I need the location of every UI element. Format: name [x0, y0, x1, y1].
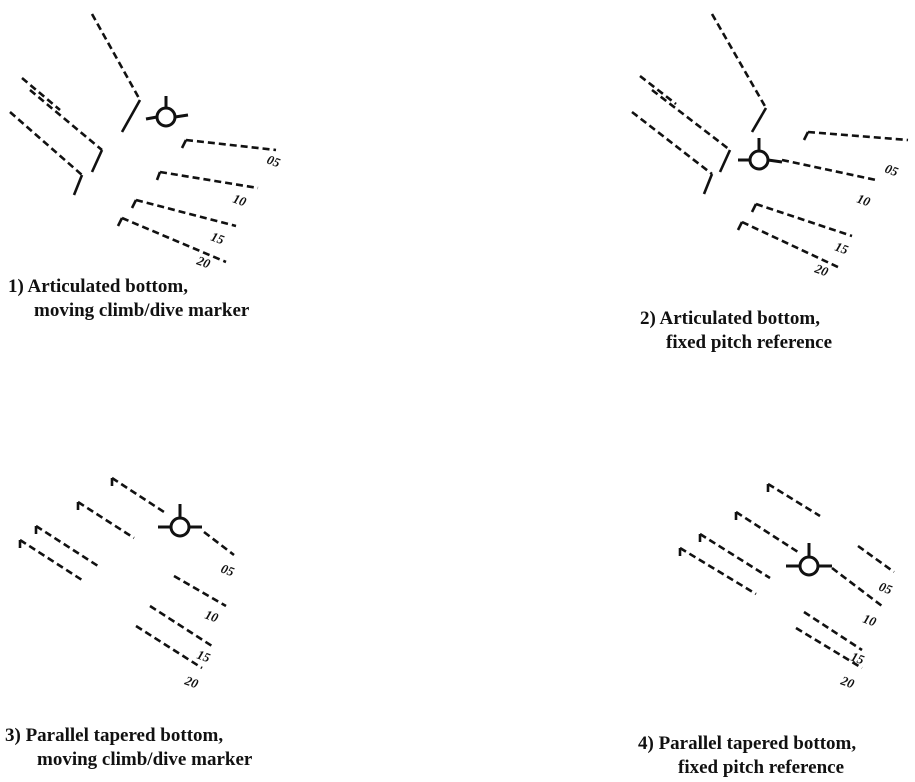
- caption-diagram-3: 3) Parallel tapered bottom, moving climb…: [5, 724, 252, 772]
- pitch-line: [803, 610, 863, 652]
- climb-dive-marker: [145, 96, 189, 128]
- ladder-diagram-4: 05 10 15 20: [678, 482, 895, 691]
- pitch-label: 05: [265, 152, 283, 171]
- pitch-line: [29, 89, 103, 151]
- pitch-label: 20: [838, 672, 857, 691]
- pitch-tick: [750, 203, 758, 213]
- pitch-line: [735, 510, 799, 554]
- pitch-label: 20: [194, 252, 213, 271]
- pitch-line: [159, 170, 259, 190]
- pitch-tick: [802, 131, 810, 141]
- pitch-line: [111, 476, 165, 514]
- pitch-line: [135, 198, 237, 228]
- pitch-line: [781, 158, 877, 182]
- pitch-label: 10: [203, 607, 221, 626]
- pitch-line: [639, 74, 677, 106]
- pitch-label: 20: [812, 260, 831, 279]
- caption-line-1: 3) Parallel tapered bottom,: [5, 725, 224, 746]
- pitch-tick: [155, 171, 162, 181]
- pitch-line: [710, 13, 768, 109]
- pitch-line: [35, 524, 99, 568]
- pitch-label: 10: [861, 611, 879, 630]
- ladder-diagram-1: 05 10 15 20: [9, 13, 283, 271]
- pitch-line: [767, 482, 821, 518]
- ladder-diagram-2: 05 10 15 20: [631, 13, 909, 279]
- caption-line-2: fixed pitch reference: [666, 332, 833, 353]
- pitch-label: 20: [182, 672, 201, 691]
- pitch-line: [651, 88, 731, 152]
- caption-line-1: 2) Articulated bottom,: [640, 308, 820, 329]
- pitch-tick: [116, 217, 124, 227]
- pitch-line-bend: [718, 149, 732, 173]
- pitch-tick: [130, 199, 138, 209]
- pitch-line: [77, 500, 135, 540]
- pitch-line-bend: [702, 173, 714, 195]
- pitch-label: 10: [231, 191, 249, 210]
- pitch-line: [857, 544, 895, 574]
- pitch-line: [795, 626, 863, 670]
- pitch-line: [631, 110, 713, 176]
- pitch-line: [831, 566, 883, 608]
- pitch-line-bend: [90, 149, 104, 173]
- pitch-line: [90, 13, 142, 101]
- pitch-line: [185, 138, 277, 152]
- caption-line-2: moving climb/dive marker: [34, 300, 250, 321]
- pitch-tick: [180, 139, 188, 149]
- climb-dive-marker: [158, 504, 202, 538]
- pitch-line: [679, 546, 757, 596]
- pitch-line: [173, 574, 227, 608]
- pitch-line-bend: [120, 99, 142, 133]
- caption-line-2: moving climb/dive marker: [37, 749, 253, 770]
- pitch-line-bend: [72, 174, 84, 196]
- ladder-diagram-3: 05 10 15 20: [18, 476, 237, 691]
- caption-diagram-1: 1) Articulated bottom, moving climb/dive…: [8, 275, 249, 323]
- pitch-line: [135, 624, 203, 670]
- pitch-line: [121, 216, 227, 264]
- pitch-line: [741, 220, 841, 270]
- pitch-line: [9, 111, 83, 176]
- caption-line-1: 4) Parallel tapered bottom,: [638, 733, 857, 754]
- caption-line-1: 1) Articulated bottom,: [8, 276, 188, 297]
- pitch-line: [203, 530, 235, 557]
- pitch-line: [19, 538, 83, 582]
- caption-line-2: fixed pitch reference: [678, 757, 845, 778]
- pitch-line: [699, 532, 771, 580]
- fixed-pitch-reference: [786, 543, 832, 577]
- pitch-label: 15: [195, 647, 213, 666]
- pitch-line: [755, 202, 853, 238]
- pitch-label: 15: [833, 239, 851, 258]
- pitch-label: 05: [883, 161, 901, 180]
- caption-diagram-2: 2) Articulated bottom, fixed pitch refer…: [640, 307, 832, 355]
- pitch-label: 15: [209, 229, 227, 248]
- caption-diagram-4: 4) Parallel tapered bottom, fixed pitch …: [638, 732, 856, 780]
- pitch-line: [21, 77, 61, 111]
- pitch-label: 15: [849, 649, 867, 668]
- pitch-label: 05: [877, 579, 895, 598]
- pitch-label: 10: [855, 191, 873, 210]
- fixed-pitch-reference: [738, 138, 783, 171]
- pitch-line: [807, 130, 909, 142]
- pitch-line-bend: [750, 107, 768, 133]
- pitch-tick: [736, 221, 744, 231]
- pitch-line: [149, 604, 213, 648]
- pitch-label: 05: [219, 561, 237, 580]
